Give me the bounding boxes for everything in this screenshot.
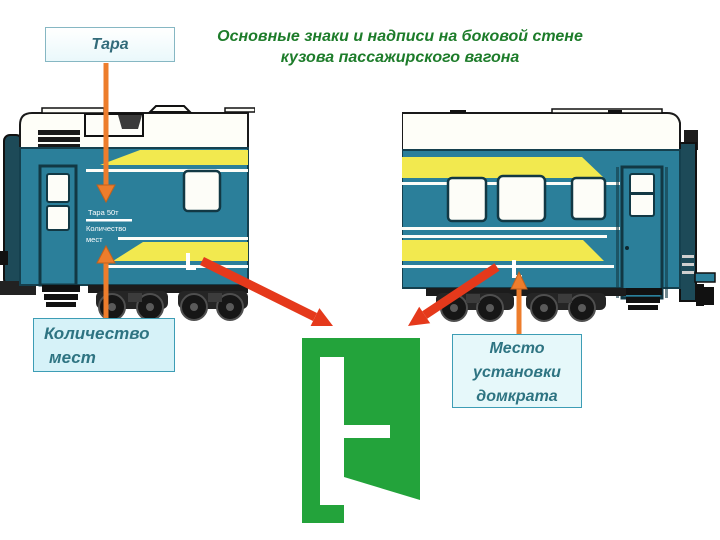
left-passenger-car-illustration: Тара 50т Количество мест <box>0 105 255 321</box>
jack-installation-sign-icon <box>302 338 420 523</box>
car-seats-marking-line1: Количество <box>86 224 126 233</box>
right-car-lower-yellow-stripe <box>402 240 604 261</box>
right-car-bogies <box>426 288 626 322</box>
jack-callout-line2: установки <box>473 364 561 381</box>
car-seats-marking-line2: мест <box>86 235 103 244</box>
jack-callout-line1: Место <box>489 340 545 357</box>
seats-callout-line1: Количество <box>44 324 150 343</box>
left-car-door <box>38 164 80 307</box>
right-car-roof <box>402 108 681 151</box>
right-car-door <box>616 165 668 310</box>
right-car-windows <box>446 174 607 223</box>
car-tare-marking: Тара 50т <box>88 208 119 217</box>
slide-title-line1: Основные знаки и надписи на боковой стен… <box>217 28 583 45</box>
jack-callout-line3: домкрата <box>476 388 558 405</box>
seats-callout-line2: мест <box>49 348 96 367</box>
seats-callout-box: Количество мест <box>33 318 175 372</box>
slide-title-line2: кузова пассажирского вагона <box>280 49 520 66</box>
right-car-end-wall <box>679 130 716 306</box>
right-car-upper-yellow-stripe <box>402 157 604 178</box>
tare-callout-label: Тара <box>91 35 129 53</box>
left-car-roof <box>19 105 255 149</box>
left-car-jack-mark-icon <box>186 253 196 270</box>
left-car-upper-yellow-stripe <box>100 150 248 165</box>
left-car-lower-yellow-stripe <box>113 242 248 261</box>
left-car-side-markings: Тара 50т Количество мест <box>86 208 132 244</box>
slide-title: Основные знаки и надписи на боковой стен… <box>140 26 660 68</box>
right-passenger-car-illustration <box>402 108 716 322</box>
jack-callout-box: Место установки домкрата <box>452 334 582 408</box>
left-car-bogies <box>88 285 248 321</box>
left-car-window <box>182 169 222 213</box>
tare-callout-box: Тара <box>45 27 175 62</box>
